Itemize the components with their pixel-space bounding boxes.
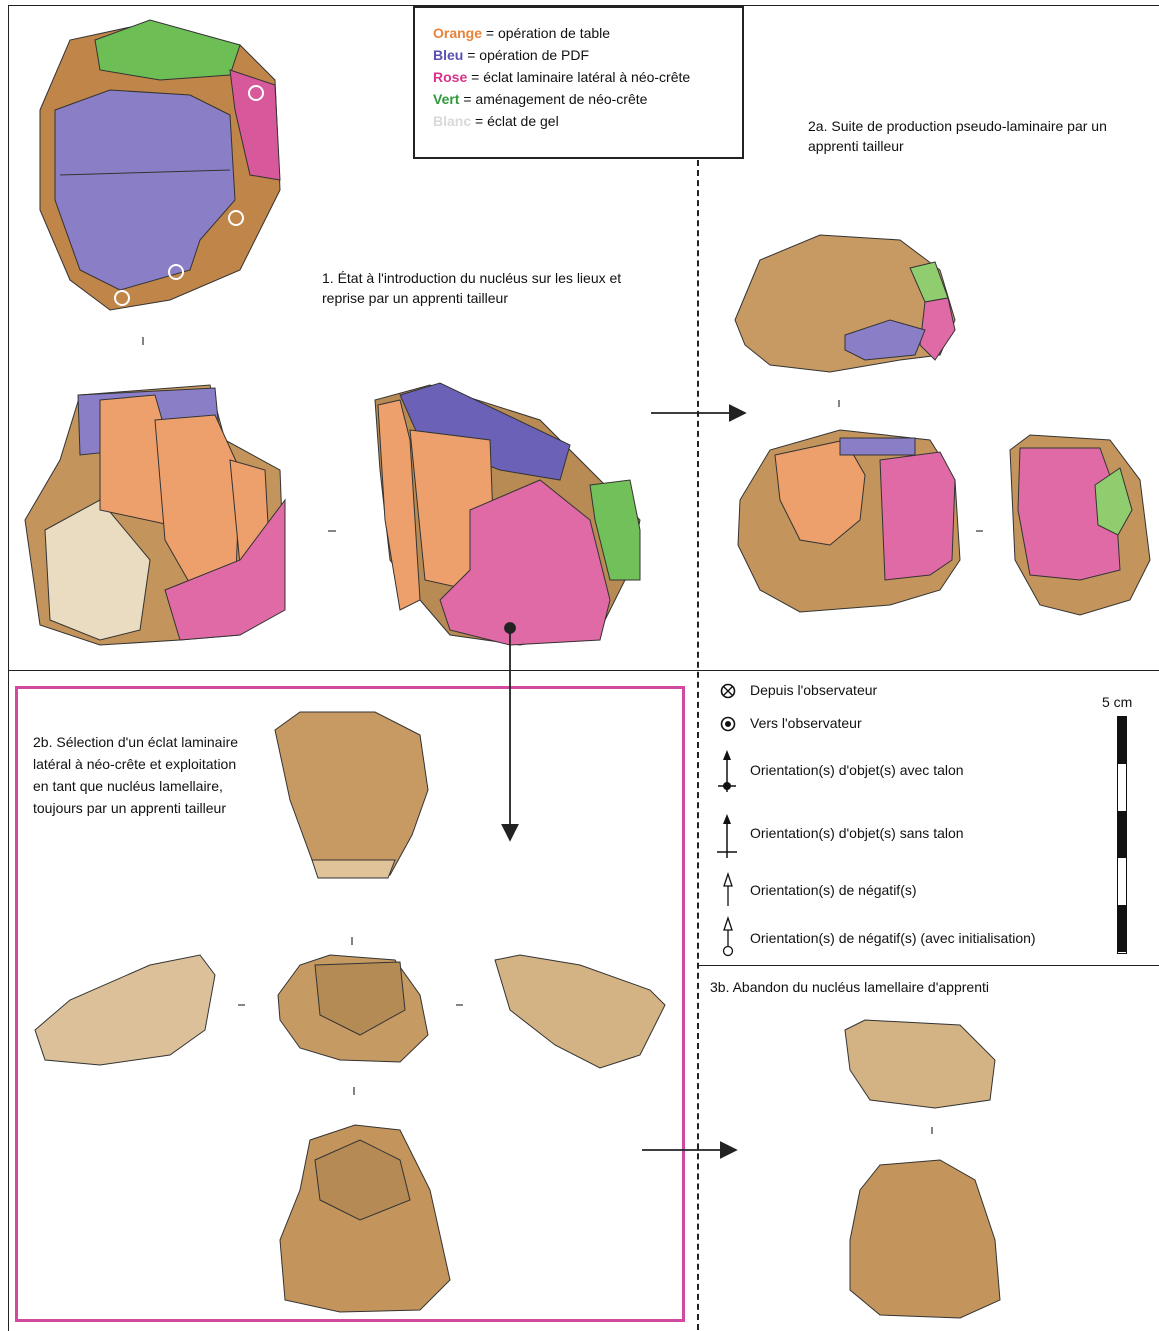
symbol-label-without-platform: Orientation(s) d'objet(s) sans talon: [750, 825, 964, 841]
step3b-front-view: [850, 1160, 1000, 1318]
step2a-front-view: [738, 430, 960, 612]
symbol-label-with-platform: Orientation(s) d'objet(s) avec talon: [750, 762, 964, 778]
arrow-without-platform-icon: [716, 812, 738, 865]
step2b-top-view: [275, 712, 428, 878]
scale-bar: [1117, 716, 1127, 954]
core-side-view: [375, 383, 640, 645]
hollow-arrow-circle-icon: [720, 916, 736, 963]
core-top-view: [40, 20, 280, 310]
dot-circle-icon: [720, 716, 736, 737]
symbol-label-from-observer: Depuis l'observateur: [750, 682, 877, 698]
step2b-front-view: [278, 955, 428, 1062]
symbol-label-to-observer: Vers l'observateur: [750, 715, 862, 731]
symbol-label-negative: Orientation(s) de négatif(s): [750, 882, 917, 898]
step2b-bottom-view: [280, 1125, 450, 1312]
step2a-top-view: [735, 235, 955, 372]
scale-label: 5 cm: [1102, 692, 1132, 712]
arrow-with-platform-icon: [716, 748, 738, 799]
core-front-view: [25, 385, 285, 645]
step2b-right-view: [495, 955, 665, 1068]
step2a-side-view: [1010, 435, 1150, 615]
step3b-top-view: [845, 1020, 995, 1108]
step2b-left-view: [35, 955, 215, 1065]
symbol-label-negative-initialisation: Orientation(s) de négatif(s) (avec initi…: [750, 930, 1036, 946]
x-circle-icon: [720, 683, 736, 704]
hollow-arrow-icon: [720, 872, 736, 913]
